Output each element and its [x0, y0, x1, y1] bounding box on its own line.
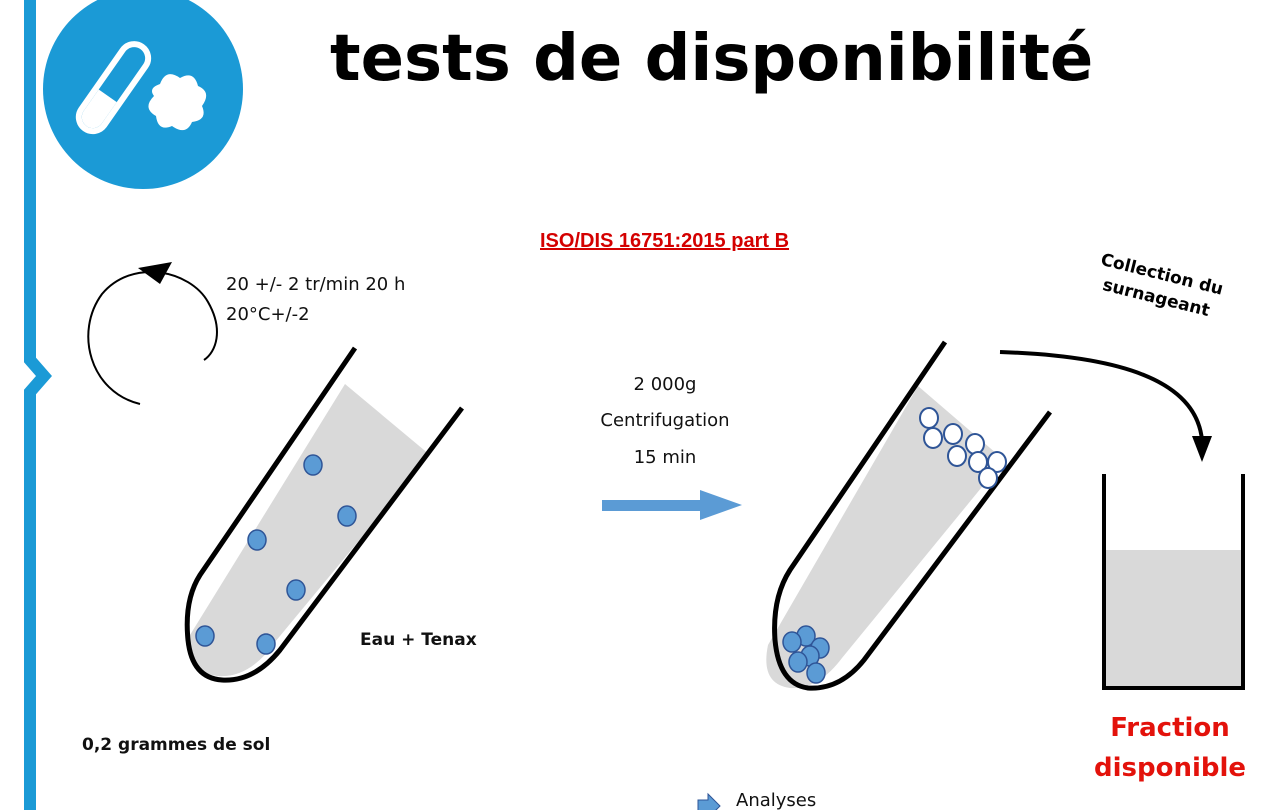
right-arrow-icon	[602, 490, 742, 520]
rotation-temperature-label: 20°C+/-2	[226, 304, 310, 325]
rotation-speed-label: 20 +/- 2 tr/min 20 h	[226, 274, 406, 295]
centrifugation-label: Centrifugation	[600, 410, 730, 431]
tube-content-label: Eau + Tenax	[360, 630, 477, 650]
tube-sample	[184, 346, 464, 683]
standard-reference: ISO/DIS 16751:2015 part B	[540, 230, 790, 252]
analyses-label: Analyses	[736, 790, 817, 811]
logo-icon	[43, 0, 243, 189]
side-bracket	[0, 0, 52, 810]
curved-arrow-icon	[999, 350, 1204, 441]
tube-centrifuged	[766, 340, 1052, 691]
sample-mass-label: 0,2 grammes de sol	[82, 735, 271, 755]
result-line-2: disponible	[1093, 753, 1247, 783]
analyses-arrow-icon	[697, 792, 721, 810]
result-label: Fraction disponible	[1070, 708, 1270, 788]
rotation-arrow-icon	[87, 270, 218, 405]
centrifugation-time-label: 15 min	[633, 447, 697, 468]
page-title: tests de disponibilité	[330, 22, 1094, 96]
beaker	[1102, 474, 1245, 690]
result-line-1: Fraction	[1110, 713, 1230, 743]
rotation-arrowhead	[138, 262, 172, 284]
centrifugation-force-label: 2 000g	[633, 374, 697, 395]
